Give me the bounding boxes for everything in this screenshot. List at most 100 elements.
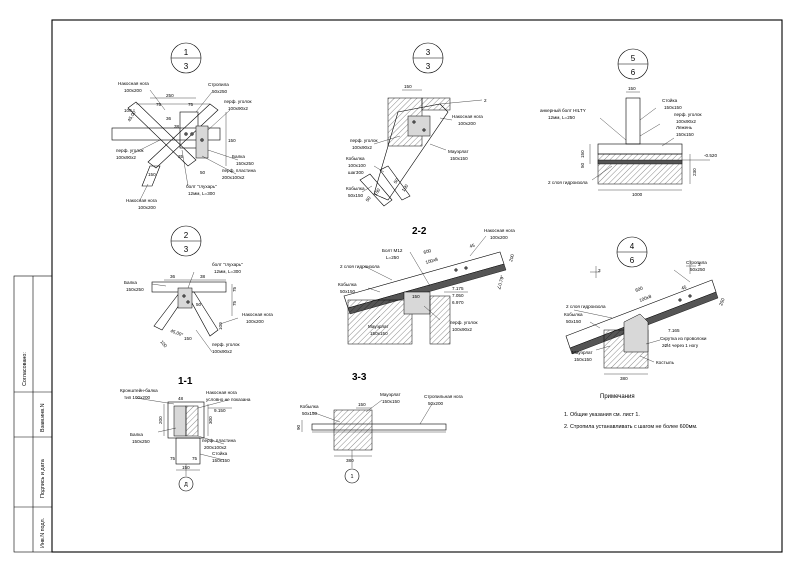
label: 50x250: [690, 267, 706, 272]
section-title: 1-1: [178, 376, 193, 387]
label: перф. уголок: [450, 320, 479, 325]
label: 200x100x2: [222, 175, 245, 180]
node-marker-4-6: 4 6: [616, 236, 648, 268]
label: 50x250: [212, 89, 228, 94]
label: Балка: [124, 280, 137, 285]
notes: Примечания 1. Общие указания см. лист 1.…: [564, 394, 698, 430]
label: Мауэрлат: [572, 350, 594, 355]
label: Накосная нога: [484, 228, 515, 233]
label: 150x150: [382, 399, 400, 404]
label: 100x200: [246, 319, 264, 324]
node-marker-3-3: 3 3: [412, 42, 444, 74]
node-top: 2: [184, 231, 189, 240]
node-bottom: 6: [630, 256, 635, 265]
label: 2Ø4 через 1 ногу: [662, 343, 699, 348]
label: 2 слоя гидроизола: [340, 264, 380, 269]
node-bottom: 6: [631, 68, 636, 77]
dim: 150: [373, 187, 382, 197]
axis-marker: Д: [184, 482, 188, 488]
label: Кобылка: [564, 312, 583, 317]
dim: 75: [188, 102, 194, 107]
label: Кобылка: [346, 156, 365, 161]
dim: 45: [469, 243, 476, 249]
dim: 150: [628, 86, 636, 91]
dim: 75: [170, 456, 176, 461]
label: 50x150: [566, 319, 582, 324]
detail-1-3: Накосная нога 100x200 Стропила 50x250 пе…: [111, 81, 256, 210]
dim: 200: [158, 416, 163, 424]
label: 2 слоя гидроизола: [548, 180, 588, 185]
dim: 150: [358, 402, 366, 407]
dim: 35: [178, 154, 184, 159]
label: 100x90x2: [228, 106, 248, 111]
sheet-frame: [13, 19, 783, 553]
node-top: 3: [426, 48, 431, 57]
detail-3-3: 150 2 Накосная нога 100x200 перф. уголок…: [346, 84, 487, 207]
dim: 90: [296, 424, 301, 430]
label: Стропила: [208, 82, 229, 87]
label: перф. уголок: [116, 148, 145, 153]
label: 2 слоя гидроизола: [566, 304, 606, 309]
label: 100x200: [124, 88, 142, 93]
dim: 75: [192, 456, 198, 461]
label: Кобылка: [346, 186, 365, 191]
label: 100x90x2: [452, 327, 472, 332]
dim: 50: [196, 302, 202, 307]
label: 50x150: [340, 289, 356, 294]
detail-2-3: болт "глухарь" 12мм, L=300 Балка 150x250…: [124, 262, 273, 354]
label: Накосная нога: [126, 198, 157, 203]
label: 150x150: [664, 105, 682, 110]
axis-marker: 1: [351, 474, 354, 480]
stamp-agreed: Согласовано:: [22, 352, 28, 386]
label: Скрутка из проволоки: [660, 336, 707, 341]
label: 100x90x2: [212, 349, 232, 354]
label: 150x250: [236, 161, 254, 166]
label: перф. уголок: [224, 99, 253, 104]
dim: 380: [620, 376, 628, 381]
label: 100x100: [348, 163, 366, 168]
label: перф. пластина: [202, 438, 236, 443]
node-bottom: 3: [184, 245, 189, 254]
label: 150x150: [212, 458, 230, 463]
dim: 48: [178, 396, 184, 401]
dim: 150: [182, 465, 190, 470]
label: 50x150: [348, 193, 364, 198]
section-title: 2-2: [412, 226, 427, 237]
label: Костыль: [656, 360, 675, 365]
label: шаг300: [348, 170, 364, 175]
dim: 100: [124, 108, 132, 113]
dim: 36: [170, 274, 176, 279]
stamp-inv-orig: Инв.N подл.: [40, 518, 46, 548]
dim: 150: [412, 294, 420, 299]
dim: 75: [232, 286, 237, 292]
stamp-inv-replace: Взам.инв.N: [40, 403, 46, 432]
label: Стропила: [686, 260, 707, 265]
label: Мауэрлат: [380, 392, 402, 397]
label: Мауэрлат: [368, 324, 390, 329]
elevation: 6.970: [452, 300, 464, 305]
dim: 45: [681, 284, 688, 291]
dim: 45,00°: [127, 108, 138, 122]
dim: 300: [208, 416, 213, 424]
node-bottom: 3: [426, 62, 431, 71]
dim: 50: [580, 162, 585, 168]
label: Стойка: [662, 97, 678, 103]
dim: ∠0.79°: [496, 274, 505, 290]
label: Накосная нога: [206, 390, 237, 395]
elevation: 9.150: [214, 408, 226, 413]
label: Болт М12: [382, 248, 403, 253]
label: 100x200: [458, 121, 476, 126]
node-top: 4: [630, 242, 635, 251]
dim: 150: [184, 336, 192, 341]
label: 50x150: [302, 411, 318, 416]
dim: 200: [508, 253, 515, 262]
dim: 600: [423, 248, 432, 255]
dim: 1000: [632, 192, 643, 197]
label: 100x90x2: [352, 145, 372, 150]
label: Стропильная нога: [424, 394, 463, 399]
dim: 100x8: [425, 257, 439, 265]
label: Стойка: [212, 450, 228, 456]
label: 100x200: [138, 205, 156, 210]
label: Накосная нога: [242, 312, 273, 317]
